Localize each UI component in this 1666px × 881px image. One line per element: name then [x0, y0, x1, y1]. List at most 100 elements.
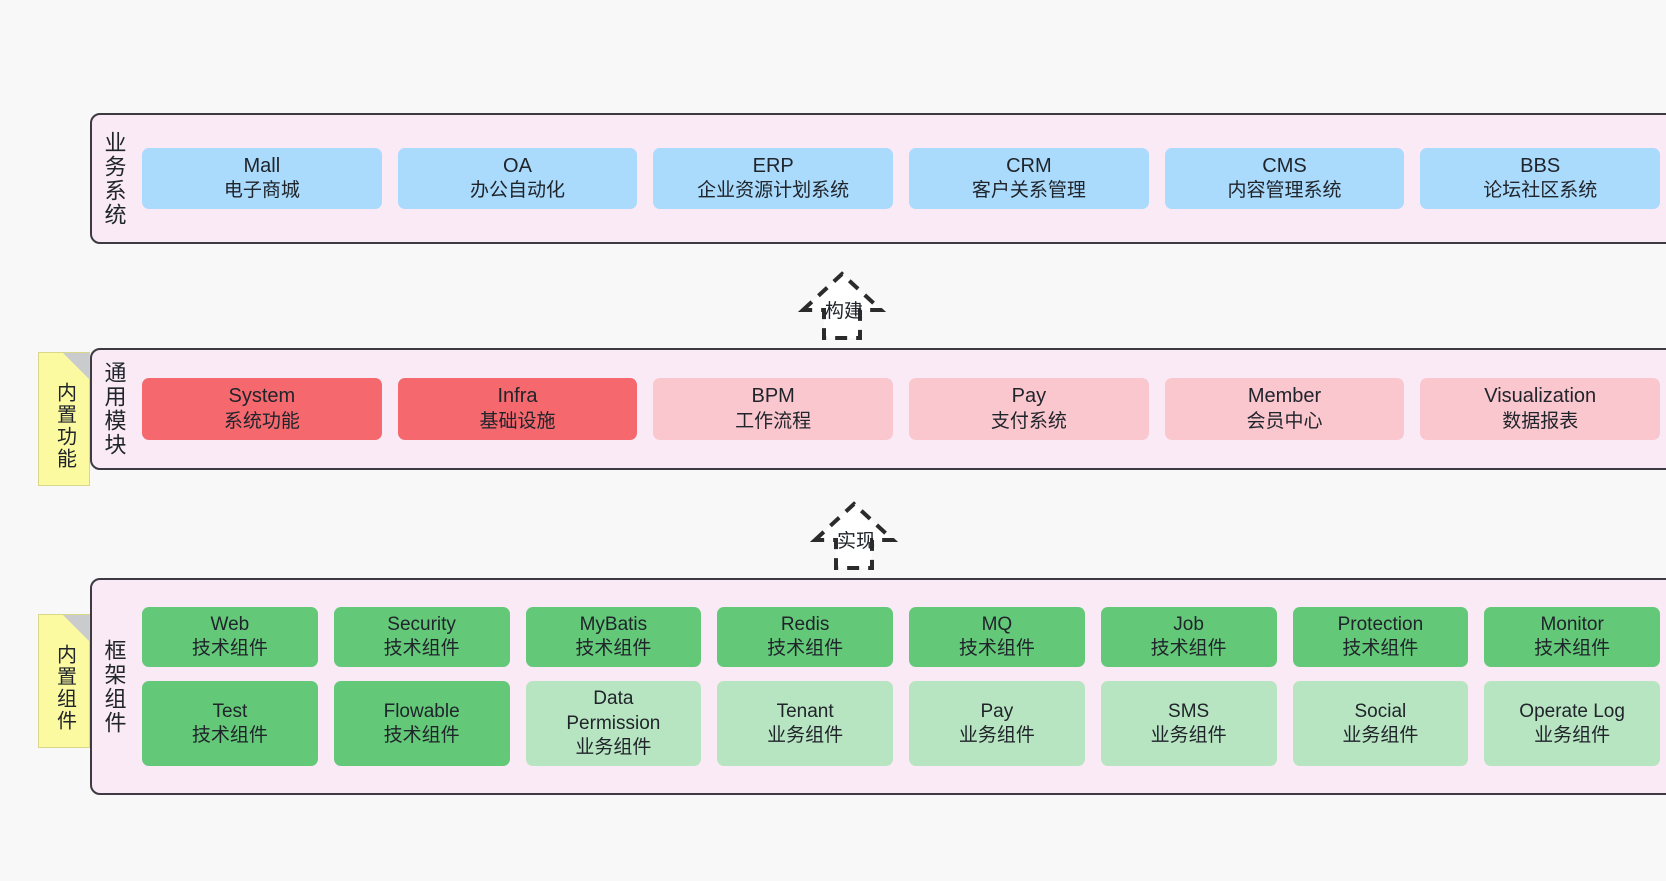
layer-business-system: 业务系统 Mall 电子商城 OA 办公自动化 ERP 企业资源计划系统 CRM…: [90, 113, 1666, 244]
card-sms[interactable]: SMS 业务组件: [1100, 681, 1277, 767]
card-monitor[interactable]: Monitor 技术组件: [1484, 606, 1660, 668]
card-flowable[interactable]: Flowable 技术组件: [333, 681, 510, 767]
card-title: Protection: [1337, 613, 1424, 635]
layer-title-framework-component: 框架组件: [101, 638, 127, 735]
card-subtitle: 论坛社区系统: [1483, 180, 1598, 202]
card-data-permission[interactable]: Data Permission 业务组件: [525, 681, 702, 767]
card-subtitle: 技术组件: [1150, 638, 1227, 660]
arrow-label: 构建: [824, 301, 864, 322]
card-subtitle: 业务组件: [1534, 724, 1611, 746]
card-subtitle: 基础设施: [479, 410, 556, 432]
arrow-implement: 实现: [772, 492, 922, 576]
card-pay-business[interactable]: Pay 业务组件: [909, 681, 1085, 767]
card-operate-log[interactable]: Operate Log 业务组件: [1484, 681, 1660, 767]
note-builtin-function: 内置功能: [38, 352, 90, 486]
card-bpm[interactable]: BPM 工作流程: [653, 378, 894, 440]
card-subtitle: 数据报表: [1502, 410, 1579, 432]
card-erp[interactable]: ERP 企业资源计划系统: [653, 147, 894, 210]
card-row-business: Test 技术组件 Flowable 技术组件 Data Permission …: [142, 681, 1660, 767]
card-title: BPM: [751, 385, 795, 408]
card-title: Pay: [1011, 385, 1047, 408]
card-title: Data Permission: [566, 688, 661, 734]
card-subtitle: 业务组件: [1150, 724, 1227, 746]
arrow-build: 构建: [760, 262, 910, 346]
card-row: System 系统功能 Infra 基础设施 BPM 工作流程 Pay 支付系统…: [142, 378, 1661, 440]
card-title: Flowable: [383, 700, 460, 722]
card-title: Member: [1247, 385, 1322, 408]
card-subtitle: 技术组件: [1534, 638, 1611, 660]
card-subtitle: 业务组件: [1342, 724, 1419, 746]
card-subtitle: 业务组件: [575, 736, 652, 758]
arrow-label: 实现: [836, 531, 876, 552]
card-subtitle: 技术组件: [958, 638, 1035, 660]
card-job[interactable]: Job 技术组件: [1100, 606, 1277, 668]
card-subtitle: 技术组件: [191, 724, 268, 746]
note-fold-corner-icon: [63, 615, 89, 641]
layer-title-common-module: 通用模块: [101, 361, 127, 457]
card-web[interactable]: Web 技术组件: [142, 606, 318, 668]
card-bbs[interactable]: BBS 论坛社区系统: [1420, 147, 1661, 210]
card-title: CMS: [1262, 154, 1307, 177]
card-title: BBS: [1520, 154, 1561, 177]
note-label: 内置功能: [53, 382, 76, 470]
card-row: Mall 电子商城 OA 办公自动化 ERP 企业资源计划系统 CRM 客户关系…: [142, 147, 1661, 210]
card-redis[interactable]: Redis 技术组件: [717, 606, 893, 668]
card-crm[interactable]: CRM 客户关系管理: [909, 147, 1149, 210]
card-subtitle: 系统功能: [223, 410, 300, 432]
card-subtitle: 技术组件: [383, 724, 460, 746]
note-fold-corner-icon: [63, 353, 89, 379]
card-mall[interactable]: Mall 电子商城: [142, 147, 382, 210]
card-oa[interactable]: OA 办公自动化: [397, 147, 638, 210]
card-visualization[interactable]: Visualization 数据报表: [1420, 378, 1661, 440]
card-infra[interactable]: Infra 基础设施: [397, 378, 638, 440]
card-title: Operate Log: [1519, 700, 1625, 722]
card-system[interactable]: System 系统功能: [142, 378, 382, 440]
card-title: Redis: [780, 613, 830, 635]
card-subtitle: 工作流程: [735, 410, 812, 432]
layer-body-business-system: Mall 电子商城 OA 办公自动化 ERP 企业资源计划系统 CRM 客户关系…: [136, 115, 1666, 242]
card-subtitle: 客户关系管理: [971, 180, 1086, 202]
card-subtitle: 技术组件: [383, 638, 460, 660]
card-title: System: [228, 385, 296, 408]
card-title: Monitor: [1540, 613, 1604, 635]
card-title: Tenant: [776, 700, 834, 722]
layer-title-business-system: 业务系统: [101, 130, 127, 227]
card-subtitle: 技术组件: [575, 638, 652, 660]
card-social[interactable]: Social 业务组件: [1292, 681, 1469, 767]
card-title: MyBatis: [579, 613, 648, 635]
card-subtitle: 办公自动化: [470, 180, 566, 202]
card-subtitle: 企业资源计划系统: [697, 180, 850, 202]
card-test[interactable]: Test 技术组件: [142, 681, 318, 767]
card-mq[interactable]: MQ 技术组件: [909, 606, 1085, 668]
layer-body-framework-component: Web 技术组件 Security 技术组件 MyBatis 技术组件 Redi…: [136, 580, 1666, 793]
arrow-shape: [797, 271, 887, 340]
card-mybatis[interactable]: MyBatis 技术组件: [525, 606, 702, 668]
card-subtitle: 内容管理系统: [1227, 180, 1342, 202]
card-security[interactable]: Security 技术组件: [333, 606, 510, 668]
card-subtitle: 业务组件: [958, 724, 1035, 746]
card-member[interactable]: Member 会员中心: [1164, 378, 1405, 440]
card-title: Mall: [243, 154, 281, 177]
card-title: Test: [212, 700, 248, 722]
card-protection[interactable]: Protection 技术组件: [1292, 606, 1469, 668]
card-subtitle: 业务组件: [767, 724, 844, 746]
card-subtitle: 技术组件: [767, 638, 844, 660]
layer-framework-component: 框架组件 Web 技术组件 Security 技术组件 MyBatis 技术组件…: [90, 578, 1666, 795]
card-subtitle: 电子商城: [223, 180, 300, 202]
card-subtitle: 技术组件: [191, 638, 268, 660]
arrow-shape: [809, 501, 899, 570]
card-title: Social: [1354, 700, 1407, 722]
card-cms[interactable]: CMS 内容管理系统: [1164, 147, 1405, 210]
layer-common-module: 通用模块 System 系统功能 Infra 基础设施 BPM 工作流程 Pay…: [90, 348, 1666, 470]
card-subtitle: 技术组件: [1342, 638, 1419, 660]
card-title: MQ: [981, 613, 1013, 635]
card-tenant[interactable]: Tenant 业务组件: [717, 681, 893, 767]
card-subtitle: 支付系统: [990, 410, 1067, 432]
card-title: Security: [387, 613, 456, 635]
card-title: Job: [1173, 613, 1204, 635]
card-subtitle: 会员中心: [1246, 410, 1323, 432]
card-pay[interactable]: Pay 支付系统: [909, 378, 1149, 440]
card-title: ERP: [752, 154, 794, 177]
card-title: OA: [503, 154, 532, 177]
